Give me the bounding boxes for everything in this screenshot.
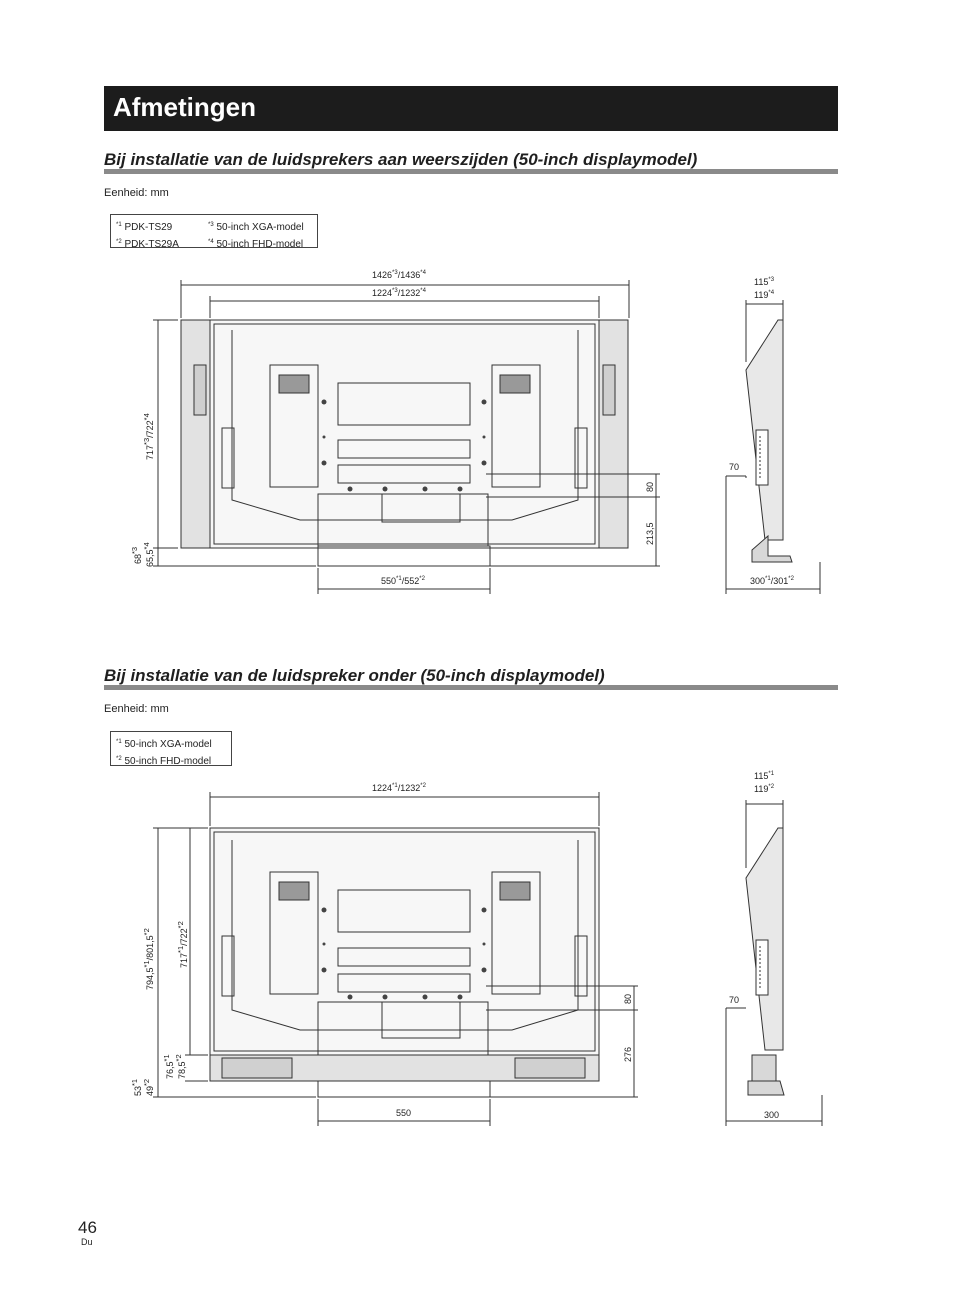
dim-overall-width: 1426*3/1436*4 bbox=[372, 270, 426, 280]
dim-stand-width: 550*1/552*2 bbox=[381, 576, 425, 586]
dim2-hole-height: 276 bbox=[623, 1046, 633, 1062]
legend-text: PDK-TS29 bbox=[124, 222, 173, 233]
legend-mark: *2 bbox=[116, 239, 122, 245]
section1-rule bbox=[104, 169, 838, 174]
legend-text: 50-inch XGA-model bbox=[216, 222, 304, 233]
dim2-bottom-b: 49*2 bbox=[142, 1078, 155, 1096]
legend-mark: *3 bbox=[208, 222, 214, 228]
section1-heading: Bij installatie van de luidsprekers aan … bbox=[104, 150, 698, 169]
section1-legend: *1 PDK-TS29 *3 50-inch XGA-model *2 PDK-… bbox=[110, 214, 318, 250]
legend-text: PDK-TS29A bbox=[124, 239, 179, 250]
legend-text: 50-inch XGA-model bbox=[124, 739, 212, 750]
dim2-side-offset: 70 bbox=[729, 995, 740, 1005]
section2-legend: *1 50-inch XGA-model *2 50-inch FHD-mode… bbox=[110, 731, 232, 767]
drawing1-side-view bbox=[725, 300, 821, 594]
dim-height: 717*3/722*4 bbox=[142, 413, 155, 460]
dim-hole-height: 213,5 bbox=[645, 522, 655, 545]
dim2-stand-width: 550 bbox=[396, 1108, 412, 1118]
dim2-hole-gap: 80 bbox=[623, 993, 633, 1004]
drawing2-side-view bbox=[725, 800, 823, 1126]
dim-panel-width: 1224*3/1232*4 bbox=[372, 288, 426, 298]
legend-text: 50-inch FHD-model bbox=[124, 756, 212, 767]
legend-text: 50-inch FHD-model bbox=[216, 239, 304, 250]
section1-unit: Eenheid: mm bbox=[104, 187, 169, 199]
section2-unit: Eenheid: mm bbox=[104, 703, 169, 715]
dim2-overall-height: 794,5*1/801,5*2 bbox=[142, 928, 155, 990]
section2-rule bbox=[104, 685, 838, 690]
drawing1-front-view bbox=[153, 280, 660, 594]
dim2-stand-depth: 300 bbox=[764, 1110, 780, 1120]
drawing2-front-view bbox=[153, 792, 638, 1126]
legend-mark: *1 bbox=[116, 739, 122, 745]
legend-mark: *2 bbox=[116, 756, 122, 762]
dim-hole-gap: 80 bbox=[645, 481, 655, 492]
dim2-panel-width: 1224*1/1232*2 bbox=[372, 783, 426, 793]
dim2-speaker-b: 78,5*2 bbox=[174, 1054, 187, 1079]
dim-side-offset: 70 bbox=[729, 462, 740, 472]
dim-bottom-b: 65,5*4 bbox=[142, 542, 155, 567]
page-number: 46 bbox=[78, 1218, 97, 1237]
page-language: Du bbox=[81, 1237, 93, 1247]
legend-mark: *4 bbox=[208, 239, 214, 245]
dim-stand-depth: 300*1/301*2 bbox=[750, 576, 794, 586]
section2-heading: Bij installatie van de luidspreker onder… bbox=[104, 666, 605, 685]
dim2-height: 717*1/722*2 bbox=[176, 921, 189, 968]
page-title-bar: Afmetingen bbox=[104, 86, 838, 131]
page-title: Afmetingen bbox=[113, 92, 256, 122]
legend-mark: *1 bbox=[116, 222, 122, 228]
